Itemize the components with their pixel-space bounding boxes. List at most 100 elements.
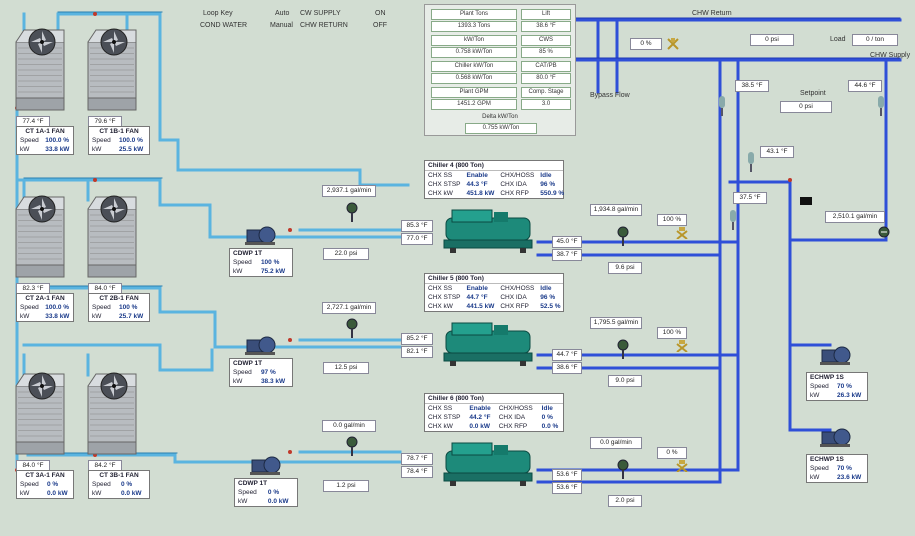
chiller-kw-value: 0.0 kW bbox=[466, 422, 495, 431]
condenser-pump-panel: CDWP 1T Speed100 % kW75.2 kW bbox=[229, 248, 293, 277]
fan-icon bbox=[14, 195, 66, 287]
chiller-chw-in-temp: 45.0 °F bbox=[552, 236, 582, 248]
chiller-unit-icon[interactable] bbox=[442, 208, 534, 254]
pump-kw-value: 75.2 kW bbox=[258, 267, 292, 276]
chiller-unit-icon[interactable] bbox=[442, 441, 534, 487]
chiller-rfp-label: CHX RFP bbox=[497, 189, 537, 198]
chiller-ida-label: CHX IDA bbox=[497, 293, 537, 302]
chw-bypass-sensor-icon bbox=[727, 210, 739, 230]
chiller-cw-out-temp: 78.4 °F bbox=[401, 466, 433, 478]
chiller-cw-in-temp: 78.7 °F bbox=[401, 453, 433, 465]
tower-speed-label: Speed bbox=[17, 136, 42, 145]
chiller-chw-in-temp: 44.7 °F bbox=[552, 349, 582, 361]
chiller-cw-out-temp: 77.0 °F bbox=[401, 233, 433, 245]
cws-value: 85 % bbox=[521, 47, 571, 58]
chiller-stsp-label: CHX STSP bbox=[425, 293, 464, 302]
tower-kw-value: 33.8 kW bbox=[42, 312, 73, 321]
chw-return-psi: 0 psi bbox=[750, 34, 794, 46]
fan-icon bbox=[86, 28, 138, 120]
chw-return-sensor-icon bbox=[716, 96, 728, 116]
tower-name: CT 1B-1 FAN bbox=[89, 127, 149, 136]
tower-speed-label: Speed bbox=[89, 136, 116, 145]
chiller-unit-icon[interactable] bbox=[442, 321, 534, 367]
chw-temp-sensor-icon bbox=[875, 96, 887, 116]
condenser-pump-icon[interactable] bbox=[245, 332, 277, 356]
pump-kw-value: 0.0 kW bbox=[265, 497, 297, 506]
cw-flow-value: 0.0 gal/min bbox=[322, 420, 376, 432]
chiller-isolation-valve-icon[interactable] bbox=[676, 459, 688, 471]
pump-kw-value: 23.6 kW bbox=[834, 473, 867, 482]
tower-name: CT 1A-1 FAN bbox=[17, 127, 73, 136]
tower-speed-value: 100.0 % bbox=[42, 303, 73, 312]
chiller-status-panel: Chiller 4 (800 Ton) CHX SSEnableCHX/HOSS… bbox=[424, 160, 564, 199]
chw-state-label: CHW RETURN bbox=[300, 22, 348, 29]
pump-speed-value: 97 % bbox=[258, 368, 292, 377]
chiller-stsp-label: CHX STSP bbox=[425, 180, 464, 189]
chiller-ss-label: CHX SS bbox=[425, 284, 464, 293]
cooling-tower[interactable] bbox=[14, 372, 66, 464]
cooling-tower[interactable] bbox=[14, 195, 66, 287]
cat-value: 80.0 °F bbox=[521, 73, 571, 84]
cooling-tower[interactable] bbox=[14, 28, 66, 120]
off-label: OFF bbox=[373, 22, 387, 29]
condenser-pump-icon[interactable] bbox=[245, 222, 277, 246]
cw-flow-meter-icon bbox=[346, 436, 358, 456]
chiller-kw-label: CHX kW bbox=[425, 302, 464, 311]
cooling-tower[interactable] bbox=[86, 195, 138, 287]
chw-return-temp-b: 44.6 °F bbox=[848, 80, 882, 92]
chiller-ss-value: Enable bbox=[464, 284, 498, 293]
chiller-chw-out-temp: 38.7 °F bbox=[552, 249, 582, 261]
cw-flow-meter-icon bbox=[346, 318, 358, 338]
chiller-chw-flow: 1,934.8 gal/min bbox=[590, 204, 642, 216]
chiller-cw-out-temp: 82.1 °F bbox=[401, 346, 433, 358]
chiller-title: Chiller 5 (800 Ton) bbox=[425, 274, 563, 284]
chiller-kw-label: CHX kW bbox=[425, 422, 466, 431]
chiller-stsp-value: 44.3 °F bbox=[464, 180, 498, 189]
chiller-rfp-label: CHX RFP bbox=[496, 422, 539, 431]
chw-main-flow: 2,510.1 gal/min bbox=[825, 211, 885, 223]
chiller-cw-in-temp: 85.2 °F bbox=[401, 333, 433, 345]
condenser-pump-icon[interactable] bbox=[250, 452, 282, 476]
lift-label: Lift bbox=[521, 9, 571, 20]
tower-kw-value: 0.0 kW bbox=[118, 489, 149, 498]
tower-kw-label: kW bbox=[89, 489, 118, 498]
pump-kw-value: 38.3 kW bbox=[258, 377, 292, 386]
chiller-valve-position: 100 % bbox=[657, 327, 687, 339]
cw-state-label: CW SUPPLY bbox=[300, 10, 341, 17]
kw-per-ton-value: 0.758 kW/Ton bbox=[431, 47, 517, 58]
chiller-ss-label: CHX SS bbox=[425, 404, 466, 413]
chiller-isolation-valve-icon[interactable] bbox=[676, 226, 688, 238]
pump-kw-label: kW bbox=[807, 391, 834, 400]
chiller-hoss-label: CHX/HOSS bbox=[497, 171, 537, 180]
chw-pump-icon[interactable] bbox=[820, 424, 852, 448]
chiller-kw-value: 441.5 kW bbox=[464, 302, 498, 311]
tower-speed-label: Speed bbox=[17, 303, 42, 312]
chw-pump-icon[interactable] bbox=[820, 342, 852, 366]
tower-name: CT 3A-1 FAN bbox=[17, 471, 73, 480]
tower-speed-value: 0 % bbox=[44, 480, 73, 489]
bypass-valve-icon[interactable] bbox=[667, 37, 679, 49]
pump-kw-label: kW bbox=[230, 377, 258, 386]
chiller-isolation-valve-icon[interactable] bbox=[676, 339, 688, 351]
cw-flow-value: 2,727.1 gal/min bbox=[322, 302, 376, 314]
chiller-rfp-value: 550.9 % bbox=[537, 189, 567, 198]
tower-kw-label: kW bbox=[17, 145, 42, 154]
chiller-status-panel: Chiller 6 (800 Ton) CHX SSEnableCHX/HOSS… bbox=[424, 393, 564, 432]
chiller-chw-out-temp: 53.6 °F bbox=[552, 482, 582, 494]
chiller-ida-value: 0 % bbox=[539, 413, 563, 422]
cooling-tower[interactable] bbox=[86, 372, 138, 464]
tower-status-panel: CT 2A-1 FAN Speed100.0 % kW33.8 kW bbox=[16, 293, 74, 322]
pump-name: ECHWP 1S bbox=[807, 373, 867, 382]
chiller-kw-label: Chiller kW/Ton bbox=[431, 61, 517, 72]
chiller-kw-value: 451.8 kW bbox=[464, 189, 498, 198]
tower-kw-value: 25.5 kW bbox=[116, 145, 149, 154]
chiller-chw-in-temp: 53.6 °F bbox=[552, 469, 582, 481]
chiller-ida-label: CHX IDA bbox=[496, 413, 539, 422]
cooling-tower[interactable] bbox=[86, 28, 138, 120]
chw-main-flow-meter-icon bbox=[878, 226, 890, 246]
condenser-pump-panel: CDWP 1T Speed0 % kW0.0 kW bbox=[234, 478, 298, 507]
chiller-ida-value: 96 % bbox=[537, 293, 563, 302]
